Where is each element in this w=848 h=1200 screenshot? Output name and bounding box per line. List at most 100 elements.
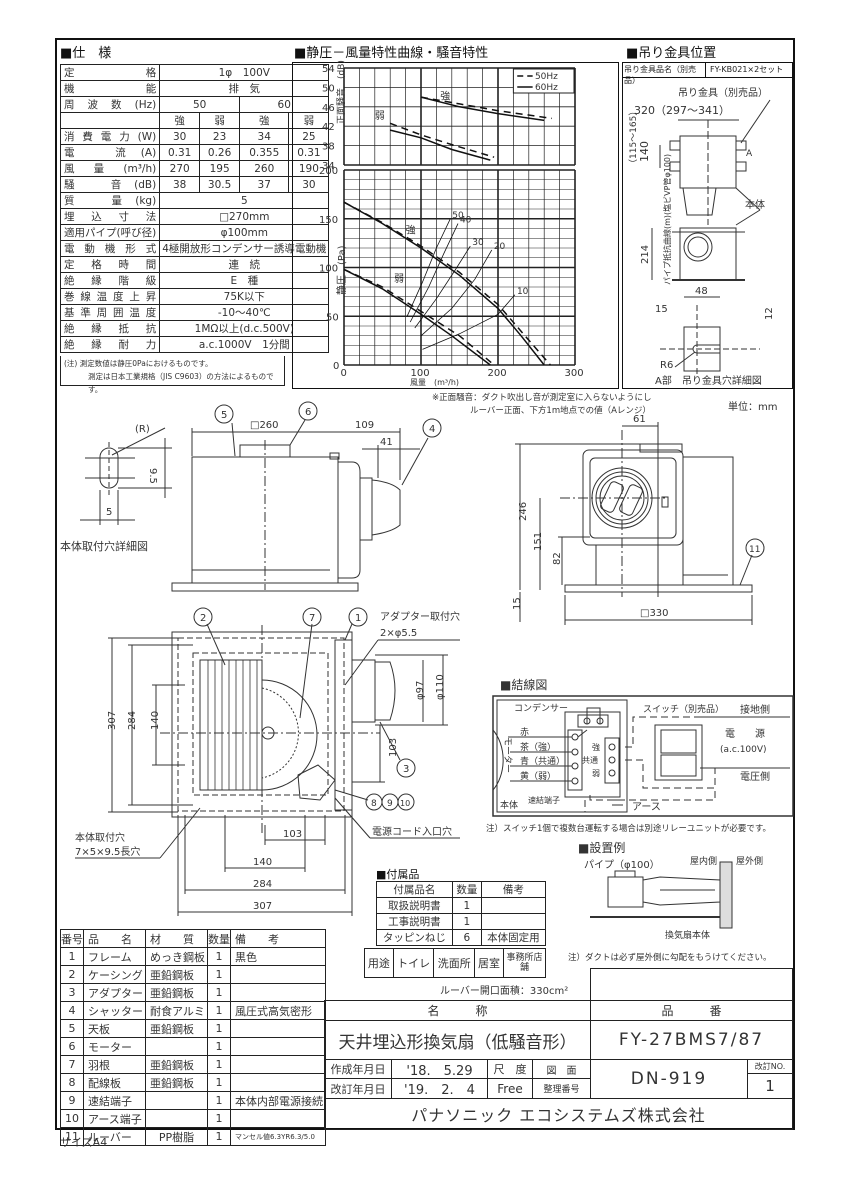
- dim-103-h: 103: [283, 829, 302, 840]
- spec-value: 190: [288, 160, 330, 177]
- x-tick: 200: [488, 368, 507, 379]
- noise-y-tick: 42: [322, 122, 335, 133]
- hanger-body-label: 本体: [745, 198, 765, 211]
- accessories-header-cell: 備考: [480, 881, 547, 898]
- balloon-3: 3: [403, 764, 409, 775]
- motor-label: モーター: [502, 737, 513, 773]
- hanger-width: 320（297～341）: [634, 104, 730, 117]
- noise-y-tick: 46: [322, 103, 335, 114]
- spec-value: 1MΩ以上(d.c.500V): [159, 320, 330, 337]
- dim-284-v: 284: [127, 711, 138, 730]
- parts-cell: [230, 1073, 326, 1092]
- wire-blue: 青（共通）: [520, 755, 565, 767]
- parts-cell: 10: [60, 1109, 84, 1128]
- wire-brown: 茶（強）: [520, 741, 556, 753]
- mount-hole-label: 本体取付穴: [75, 831, 125, 844]
- spec-row: 質 量(kg)5: [59, 192, 330, 209]
- spec-title: ■仕 様: [60, 46, 112, 61]
- parts-cell: [230, 983, 326, 1002]
- noise-line-強-60Hz: [420, 96, 545, 122]
- accessories-cell: 工事説明書: [376, 913, 453, 930]
- dim-140-v: 140: [150, 711, 161, 730]
- parts-cell: 8: [60, 1073, 84, 1092]
- name-header: 名 称: [324, 1000, 591, 1021]
- product-number: FY-27BMS7/87: [590, 1020, 793, 1060]
- title-block-blank: [590, 968, 793, 1001]
- dim-284-h: 284: [253, 879, 272, 890]
- pipe-curve-20: [420, 249, 493, 337]
- pipe-curve-label: 50: [452, 211, 464, 221]
- revision-label: 改訂NO.: [747, 1059, 793, 1074]
- parts-cell: アース端子: [83, 1109, 146, 1128]
- product-name: 天井埋込形換気扇（低騒音形）: [324, 1020, 591, 1060]
- power-voltage: (a.c.100V): [720, 745, 767, 755]
- pipe-curve-label: 40: [460, 216, 472, 226]
- dim-phi97: φ97: [415, 681, 426, 700]
- pressure-weak-label: 弱: [394, 273, 404, 285]
- parts-cell: [230, 1019, 326, 1038]
- pipe-curve-label: 30: [472, 238, 484, 248]
- spec-row: 強弱強弱: [59, 112, 330, 129]
- switch-label: スイッチ（別売品）: [643, 703, 724, 715]
- parts-cell: 4: [60, 1001, 84, 1020]
- usage-cell: 居室: [474, 948, 504, 978]
- parts-cell: ケーシング: [83, 965, 146, 984]
- pressure-y-tick: 50: [326, 312, 339, 323]
- usage-row: 用途トイレ洗面所居室事務所店舗: [364, 948, 546, 978]
- parts-cell: 2: [60, 965, 84, 984]
- dim-phi110: φ110: [435, 674, 446, 700]
- noise-weak-label: 弱: [375, 110, 385, 122]
- parts-cell: シャッター: [83, 1001, 146, 1020]
- hole-detail-caption: 本体取付穴詳細図: [60, 539, 148, 553]
- x-tick: 300: [565, 368, 584, 379]
- spec-value: 連 続: [159, 256, 330, 273]
- parts-header-cell: 備 考: [230, 929, 326, 948]
- accessories-header-cell: 数量: [451, 881, 482, 898]
- spec-value: a.c.1000V 1分間: [159, 336, 330, 353]
- spec-note-2: 測定は日本工業規格（JIS C9603）の方法によるものです。: [88, 372, 274, 394]
- balloon-5: 5: [221, 410, 227, 421]
- parts-header: 番号品 名材 質数量備 考: [60, 929, 326, 948]
- balloon-4: 4: [429, 424, 435, 435]
- balloon-8: 8: [371, 799, 377, 809]
- pipe-resistance-axis-label: パイプ抵抗曲線(m)(塩ビVP管φ100): [662, 154, 672, 285]
- spec-label: 定 格: [59, 64, 161, 81]
- side-view: [171, 419, 429, 592]
- dim-5: 5: [106, 507, 112, 518]
- wiring-body-label: 本体: [500, 799, 518, 811]
- parts-cell: 本体内部電源接続: [230, 1091, 326, 1110]
- terminal-weak: 弱: [592, 769, 600, 778]
- spec-value: 0.355: [239, 144, 290, 161]
- parts-cell: 1: [207, 1127, 231, 1146]
- hanger-detail-caption: A部 吊り金具穴詳細図: [655, 374, 762, 387]
- scale-label: 尺 度: [487, 1059, 533, 1079]
- hanger-height: 214: [640, 245, 651, 264]
- spec-value: 0.31: [159, 144, 201, 161]
- spec-value: 30.5: [199, 176, 241, 193]
- parts-cell: [230, 1055, 326, 1074]
- paper-size: サイズA4: [60, 1136, 108, 1149]
- dim-9-5: 9.5: [147, 468, 158, 484]
- balloon-9: 9: [387, 799, 393, 809]
- pressure-line-弱-60Hz: [343, 268, 491, 366]
- spec-label: 消費電力(W): [59, 128, 161, 145]
- dim-140-h: 140: [253, 857, 272, 868]
- noise-line-弱-60Hz: [390, 129, 491, 161]
- usage-cell: トイレ: [392, 948, 435, 978]
- hanger-pitch: 140: [638, 141, 651, 162]
- adapter-hole-label: アダプター取付穴: [380, 610, 460, 623]
- revision-number: 1: [747, 1073, 793, 1099]
- dim-260: □260: [250, 420, 279, 431]
- install-note: 注）ダクトは必ず屋外側に勾配をもうけてください。: [568, 952, 772, 963]
- parts-cell: [230, 1109, 326, 1128]
- pressure-y-tick: 100: [319, 264, 338, 275]
